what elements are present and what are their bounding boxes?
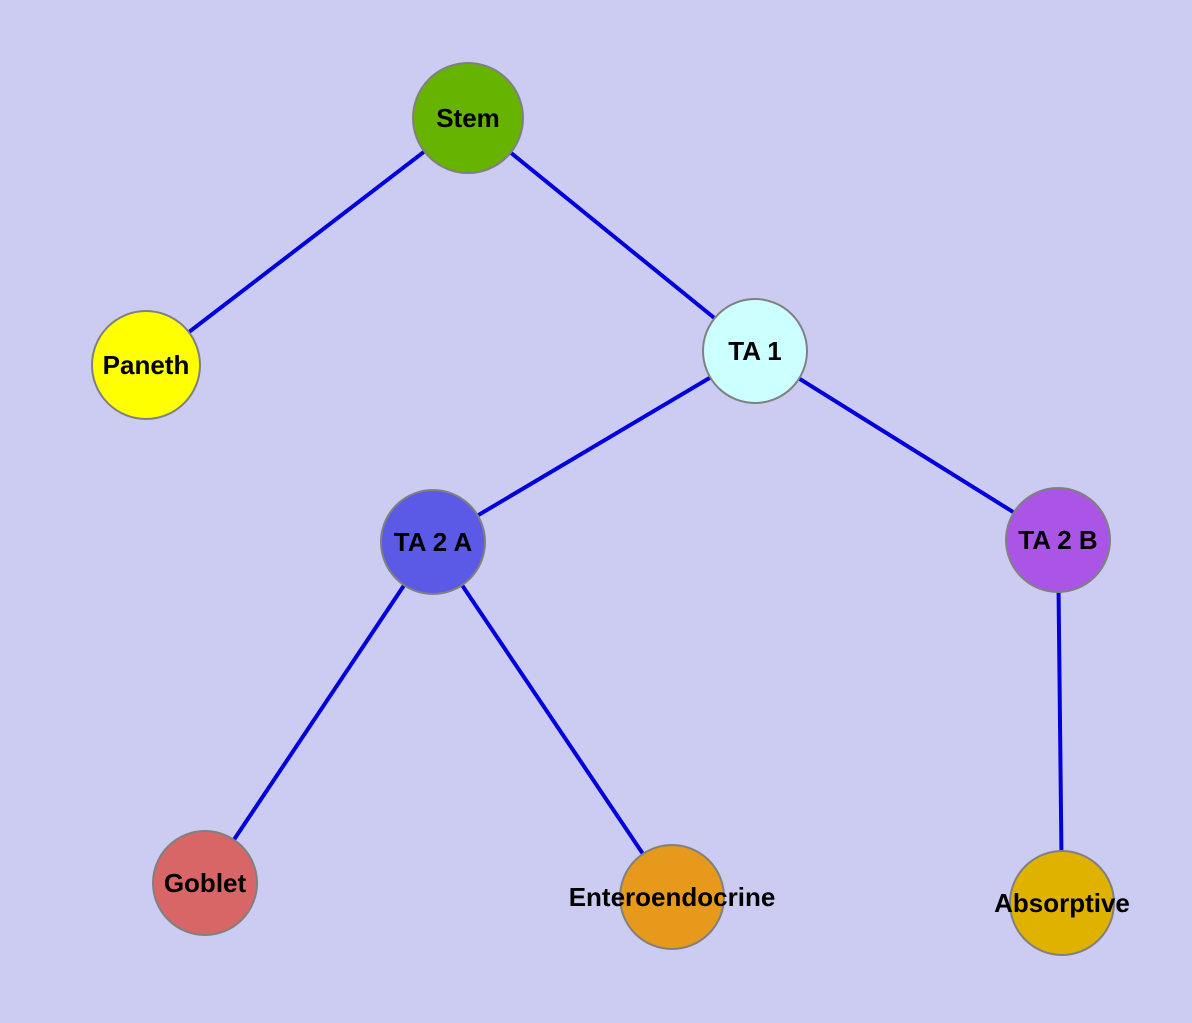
node-enteroendocrine[interactable]: Enteroendocrine: [569, 844, 776, 950]
node-goblet-label: Goblet: [164, 868, 247, 898]
node-paneth-label: Paneth: [103, 350, 190, 380]
node-ta2b[interactable]: TA 2 B: [1005, 487, 1111, 593]
edge-ta1-ta2b: [753, 349, 1060, 542]
node-absorptive-circle[interactable]: [1009, 850, 1115, 956]
node-stem-circle[interactable]: [412, 62, 524, 174]
node-enteroendocrine-label: Enteroendocrine: [569, 882, 776, 912]
node-absorptive[interactable]: Absorptive: [994, 850, 1130, 956]
node-ta2a-label: TA 2 A: [394, 527, 473, 557]
node-goblet[interactable]: Goblet: [152, 830, 258, 936]
node-ta2b-label: TA 2 B: [1018, 525, 1097, 555]
node-ta2a[interactable]: TA 2 A: [380, 489, 486, 595]
node-stem-label: Stem: [436, 103, 500, 133]
edge-ta1-ta2a: [431, 349, 757, 544]
node-ta2b-circle[interactable]: [1005, 487, 1111, 593]
node-paneth[interactable]: Paneth: [91, 310, 201, 420]
edge-ta2a-goblet: [203, 540, 435, 885]
node-stem[interactable]: Stem: [412, 62, 524, 174]
edge-stem-paneth: [144, 116, 470, 367]
edge-stem-ta1: [466, 116, 757, 353]
node-ta2a-circle[interactable]: [380, 489, 486, 595]
edge-ta2b-absorptive: [1056, 539, 1064, 904]
node-ta1-circle[interactable]: [702, 298, 808, 404]
node-absorptive-label: Absorptive: [994, 888, 1130, 918]
node-ta1-label: TA 1: [728, 336, 781, 366]
node-enteroendocrine-circle[interactable]: [619, 844, 725, 950]
edge-ta2a-enteroendocrine: [431, 540, 674, 899]
edges-layer: [144, 116, 1064, 904]
node-paneth-circle[interactable]: [91, 310, 201, 420]
node-goblet-circle[interactable]: [152, 830, 258, 936]
node-ta1[interactable]: TA 1: [702, 298, 808, 404]
